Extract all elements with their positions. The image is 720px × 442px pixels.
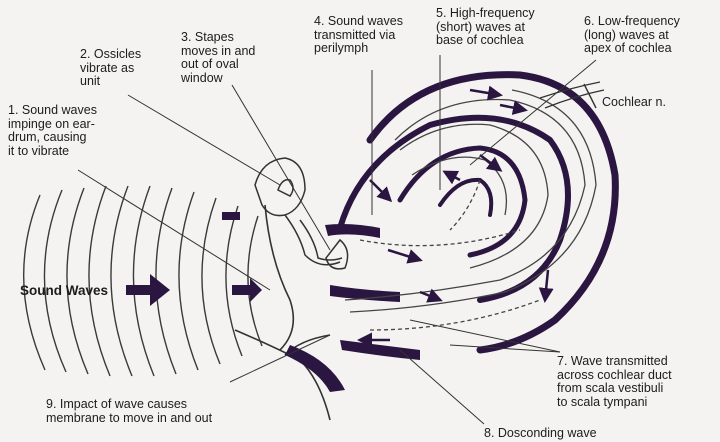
label-cochlear-nerve: Cochlear n. <box>602 95 666 109</box>
wave-arrows <box>357 85 554 348</box>
eardrum-arrow <box>232 278 262 302</box>
cochlear-nerve <box>539 81 605 109</box>
leader-lines <box>77 55 597 425</box>
label-9-membrane-impact: 9. Impact of wave causes membrane to mov… <box>46 397 213 425</box>
canal-wall <box>285 345 345 392</box>
sound-wave-arrow <box>126 274 170 306</box>
label-8-descending-wave: 8. Dosconding wave <box>484 426 597 440</box>
sound-wave-arcs <box>23 185 263 377</box>
label-6-low-frequency: 6. Low-frequency (long) waves at apex of… <box>584 14 680 55</box>
label-1-eardrum: 1. Sound waves impinge on ear- drum, cau… <box>8 103 97 158</box>
label-sound-waves: Sound Waves <box>20 283 109 298</box>
label-2-ossicles: 2. Ossicles vibrate as unit <box>80 47 142 88</box>
label-5-high-frequency: 5. High-frequency (short) waves at base … <box>436 6 535 47</box>
ossicles <box>254 157 349 270</box>
label-4-perilymph: 4. Sound waves transmitted via perilymph <box>314 14 403 55</box>
label-3-stapes: 3. Stapes moves in and out of oval windo… <box>181 30 256 85</box>
cochlea-shell <box>337 71 619 354</box>
cochlea-spiral <box>344 89 597 331</box>
label-7-cochlear-duct: 7. Wave transmitted across cochlear duct… <box>557 354 672 409</box>
upper-arrow <box>222 212 240 220</box>
ear-canal <box>234 204 331 421</box>
